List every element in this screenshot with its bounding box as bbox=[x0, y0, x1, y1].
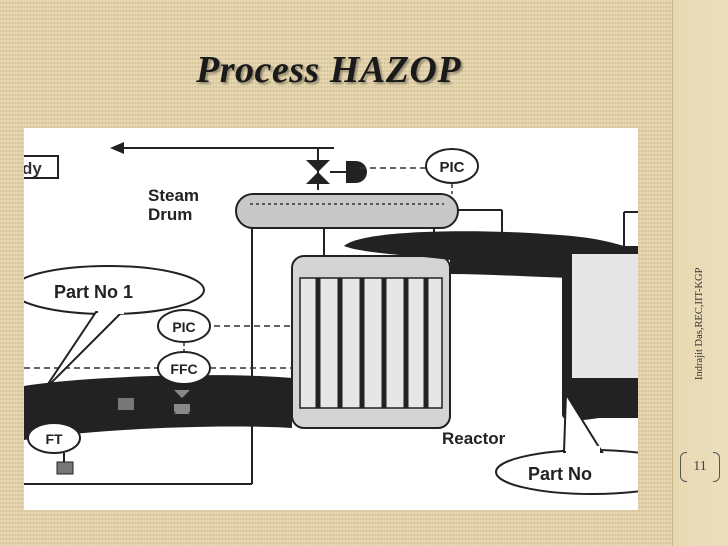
pid-drawing: dy PIC Steam Drum bbox=[24, 142, 638, 495]
steam-drum-label-2: Drum bbox=[148, 205, 192, 224]
valve-actuator-icon bbox=[346, 161, 367, 183]
callout-part-2-text: Part No bbox=[528, 464, 592, 484]
process-diagram: dy PIC Steam Drum bbox=[24, 128, 638, 510]
feed-pipe bbox=[24, 375, 292, 440]
ft-label: FT bbox=[45, 431, 63, 447]
side-credit: Indrajit Das,REC,IIT-KGP bbox=[690, 232, 710, 412]
corner-label-box bbox=[24, 155, 59, 179]
callout-part-1-text: Part No 1 bbox=[54, 282, 133, 302]
flow-arrow-icon bbox=[110, 142, 124, 154]
page-number: 11 bbox=[680, 452, 720, 482]
slide-title: Process HAZOP bbox=[196, 49, 462, 91]
pic-left-label: PIC bbox=[172, 319, 195, 335]
pic-top-bubble bbox=[425, 148, 479, 184]
ft-bubble bbox=[27, 422, 81, 454]
corner-label-text: dy bbox=[24, 159, 42, 178]
steam-drum-label-1: Steam bbox=[148, 186, 199, 205]
ffc-label: FFC bbox=[170, 361, 197, 377]
steam-drum bbox=[235, 193, 459, 229]
side-credit-text: Indrajit Das,REC,IIT-KGP bbox=[694, 267, 705, 380]
pic-top-label: PIC bbox=[439, 159, 464, 176]
control-valve-icon bbox=[306, 160, 330, 172]
control-valve-icon-lower bbox=[306, 172, 330, 184]
feed-valve-icon bbox=[174, 390, 190, 398]
flow-element-icon bbox=[56, 461, 74, 475]
reactor-label: Reactor bbox=[442, 429, 506, 448]
